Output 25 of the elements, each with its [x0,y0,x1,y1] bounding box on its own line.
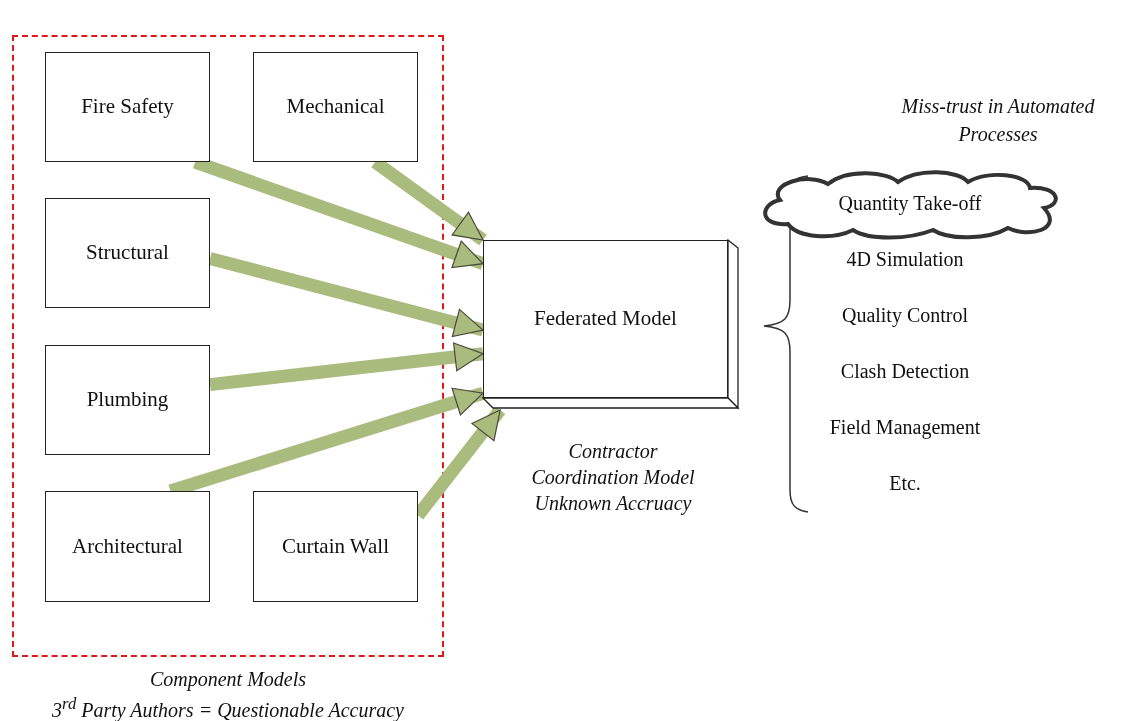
process-label: Etc. [888,471,922,496]
box-text: Federated Model [534,306,677,332]
model-box [253,52,418,162]
box-text: Architectural [72,533,183,560]
model-box [45,345,210,455]
cloud-text: Quantity Take-off [837,191,983,217]
model-box [45,198,210,308]
process-label: Quality Control [840,303,970,329]
group-caption: Component Models [148,667,308,692]
model-box [45,52,210,162]
model-box [253,491,418,602]
box-caption: Contractor Coordination Model Unknown Accruacy [530,439,696,516]
box-text: Plumbing [86,387,169,413]
box-text: Fire Safety [81,94,174,120]
block-arrow [208,252,485,338]
process-label: Field Management [828,415,982,441]
block-arrow [209,342,484,392]
process-label: 4D Simulation [845,247,965,272]
model-box [45,491,210,602]
box-text: Structural [86,240,169,266]
box-text: Mechanical [286,94,385,120]
box-text: Curtain Wall [282,533,389,560]
group-caption: 3$^{rd}$ Party Authors = Questionable Accuracy [51,693,405,721]
process-label: Clash Detection [839,359,971,384]
note-text: Miss-trust in Automated Processes [900,94,1096,147]
